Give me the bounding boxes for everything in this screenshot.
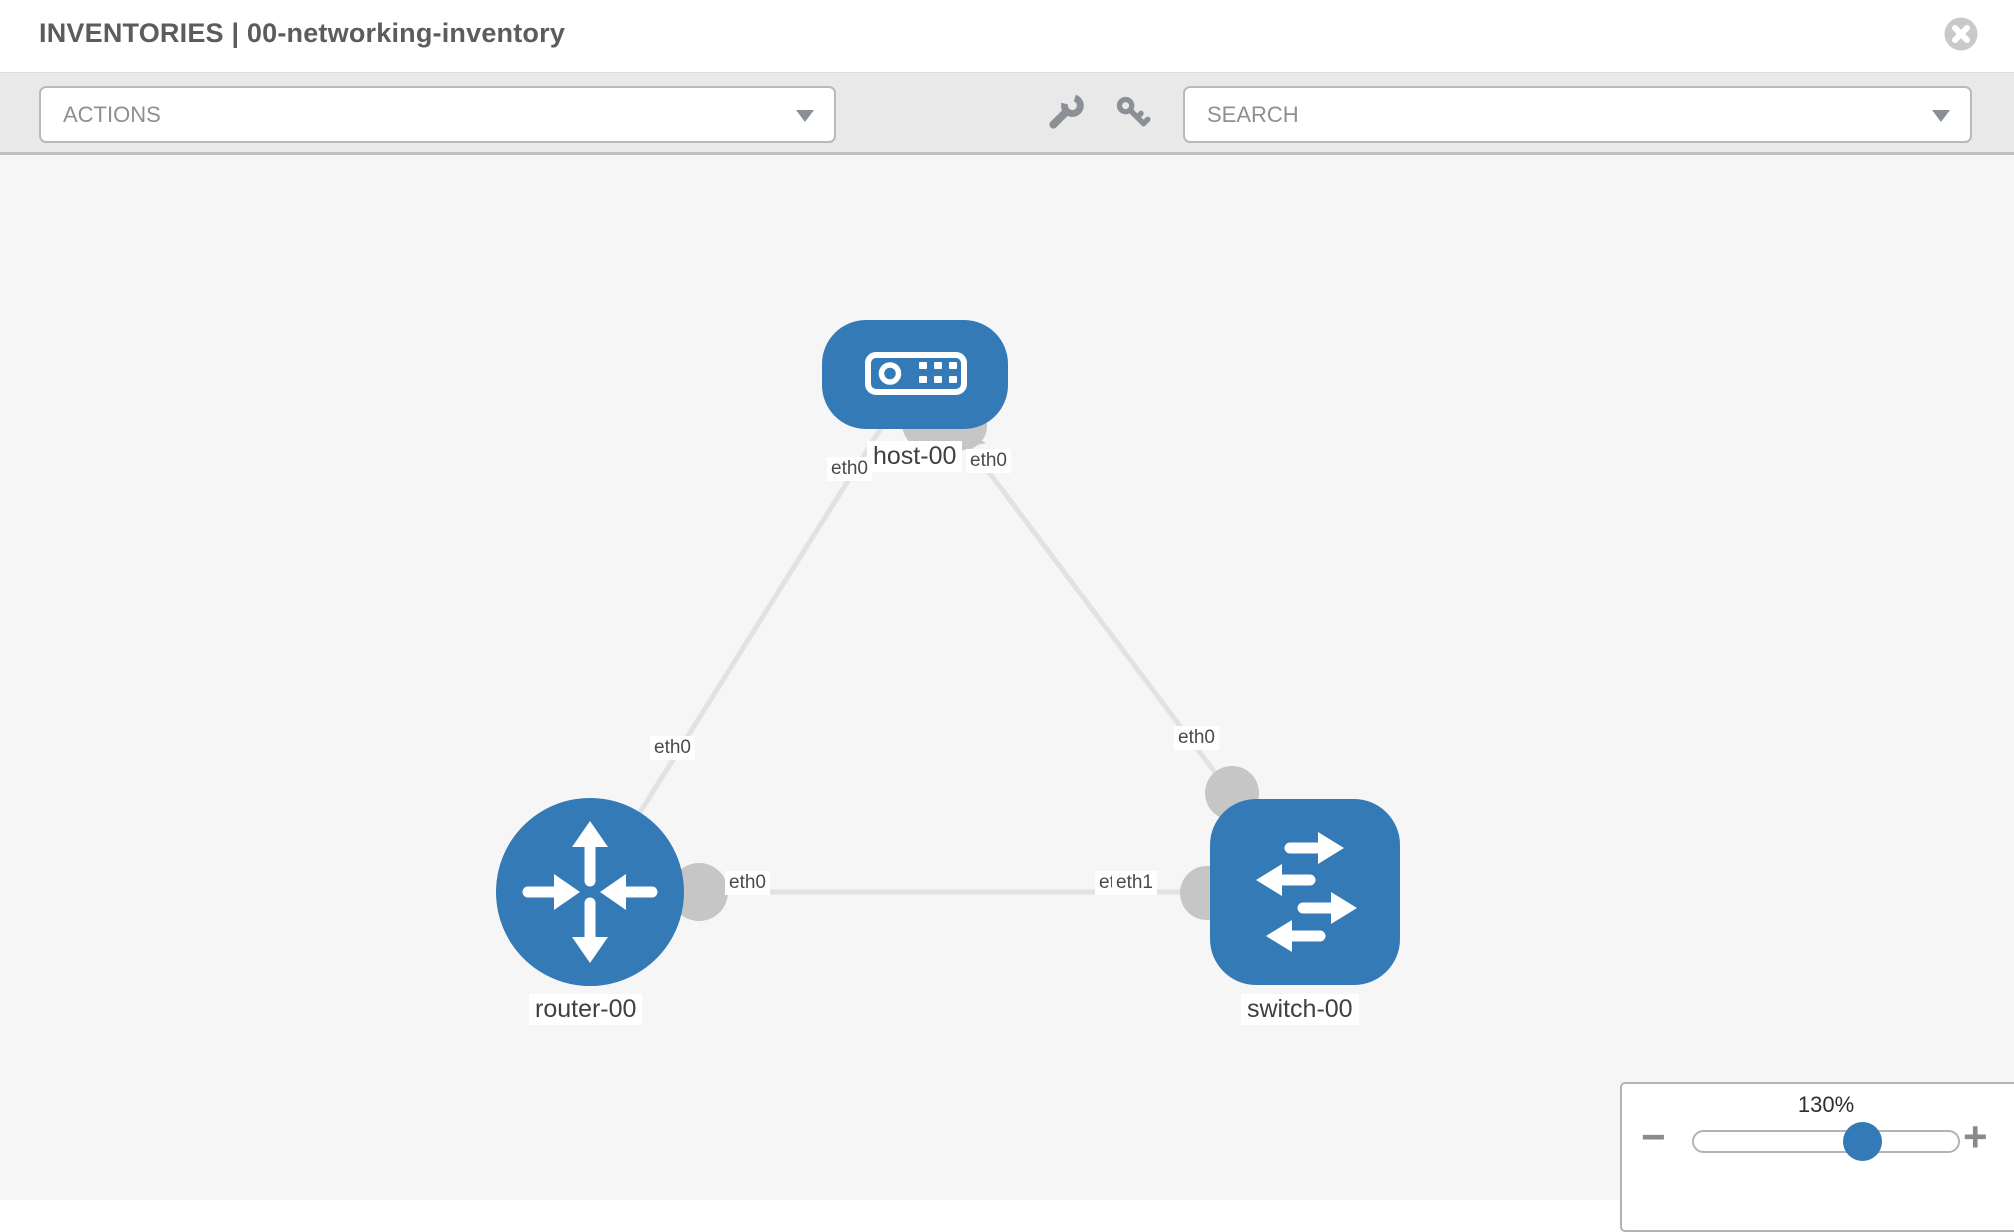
interface-label: eth0 [650,736,695,760]
wrench-button[interactable] [1046,94,1084,132]
topology-canvas[interactable]: host-00 router-00 switch-00 eth0 eth0 et… [0,155,2014,1200]
key-button[interactable] [1114,94,1152,132]
zoom-in-button[interactable]: + [1963,1113,1988,1160]
interface-endpoints [670,395,1259,921]
interface-label: eth0 [725,871,770,895]
node-switch-00[interactable] [1210,799,1400,985]
page-title: INVENTORIES | 00-networking-inventory [39,18,566,48]
node-label-switch[interactable]: switch-00 [1241,994,1359,1025]
interface-label: eth0 [1095,871,1115,895]
key-icon [1116,96,1151,127]
chevron-down-icon [796,110,814,122]
search-dropdown[interactable]: SEARCH [1183,86,1972,143]
node-label-host[interactable]: host-00 [867,441,963,472]
zoom-level-label: 130% [1797,1092,1855,1117]
node-host-00[interactable] [822,320,1008,429]
zoom-out-button[interactable]: − [1641,1113,1666,1160]
chevron-down-icon [1932,110,1950,122]
switch-icon [1256,832,1357,952]
interface-label: eth0 [966,449,1011,473]
interface-label: eth0 [1174,726,1219,750]
zoom-slider[interactable] [1692,1130,1960,1153]
interface-label: eth0 [827,457,872,481]
interface-label: eth1 [1112,871,1157,895]
search-dropdown-label: SEARCH [1207,101,1299,127]
actions-dropdown[interactable]: ACTIONS [39,86,836,143]
header: INVENTORIES | 00-networking-inventory [0,0,2014,72]
node-router-00[interactable] [496,798,684,986]
close-icon [1944,17,1978,51]
actions-dropdown-label: ACTIONS [63,101,161,127]
toolbar: ACTIONS SEARCH [0,72,2014,155]
host-icon [865,352,967,395]
node-label-router[interactable]: router-00 [529,994,643,1025]
router-icon [522,821,658,963]
zoom-slider-thumb[interactable] [1843,1122,1882,1161]
wrench-icon [1049,94,1084,129]
close-button[interactable] [1944,17,1978,51]
interface-endpoint [670,863,728,921]
